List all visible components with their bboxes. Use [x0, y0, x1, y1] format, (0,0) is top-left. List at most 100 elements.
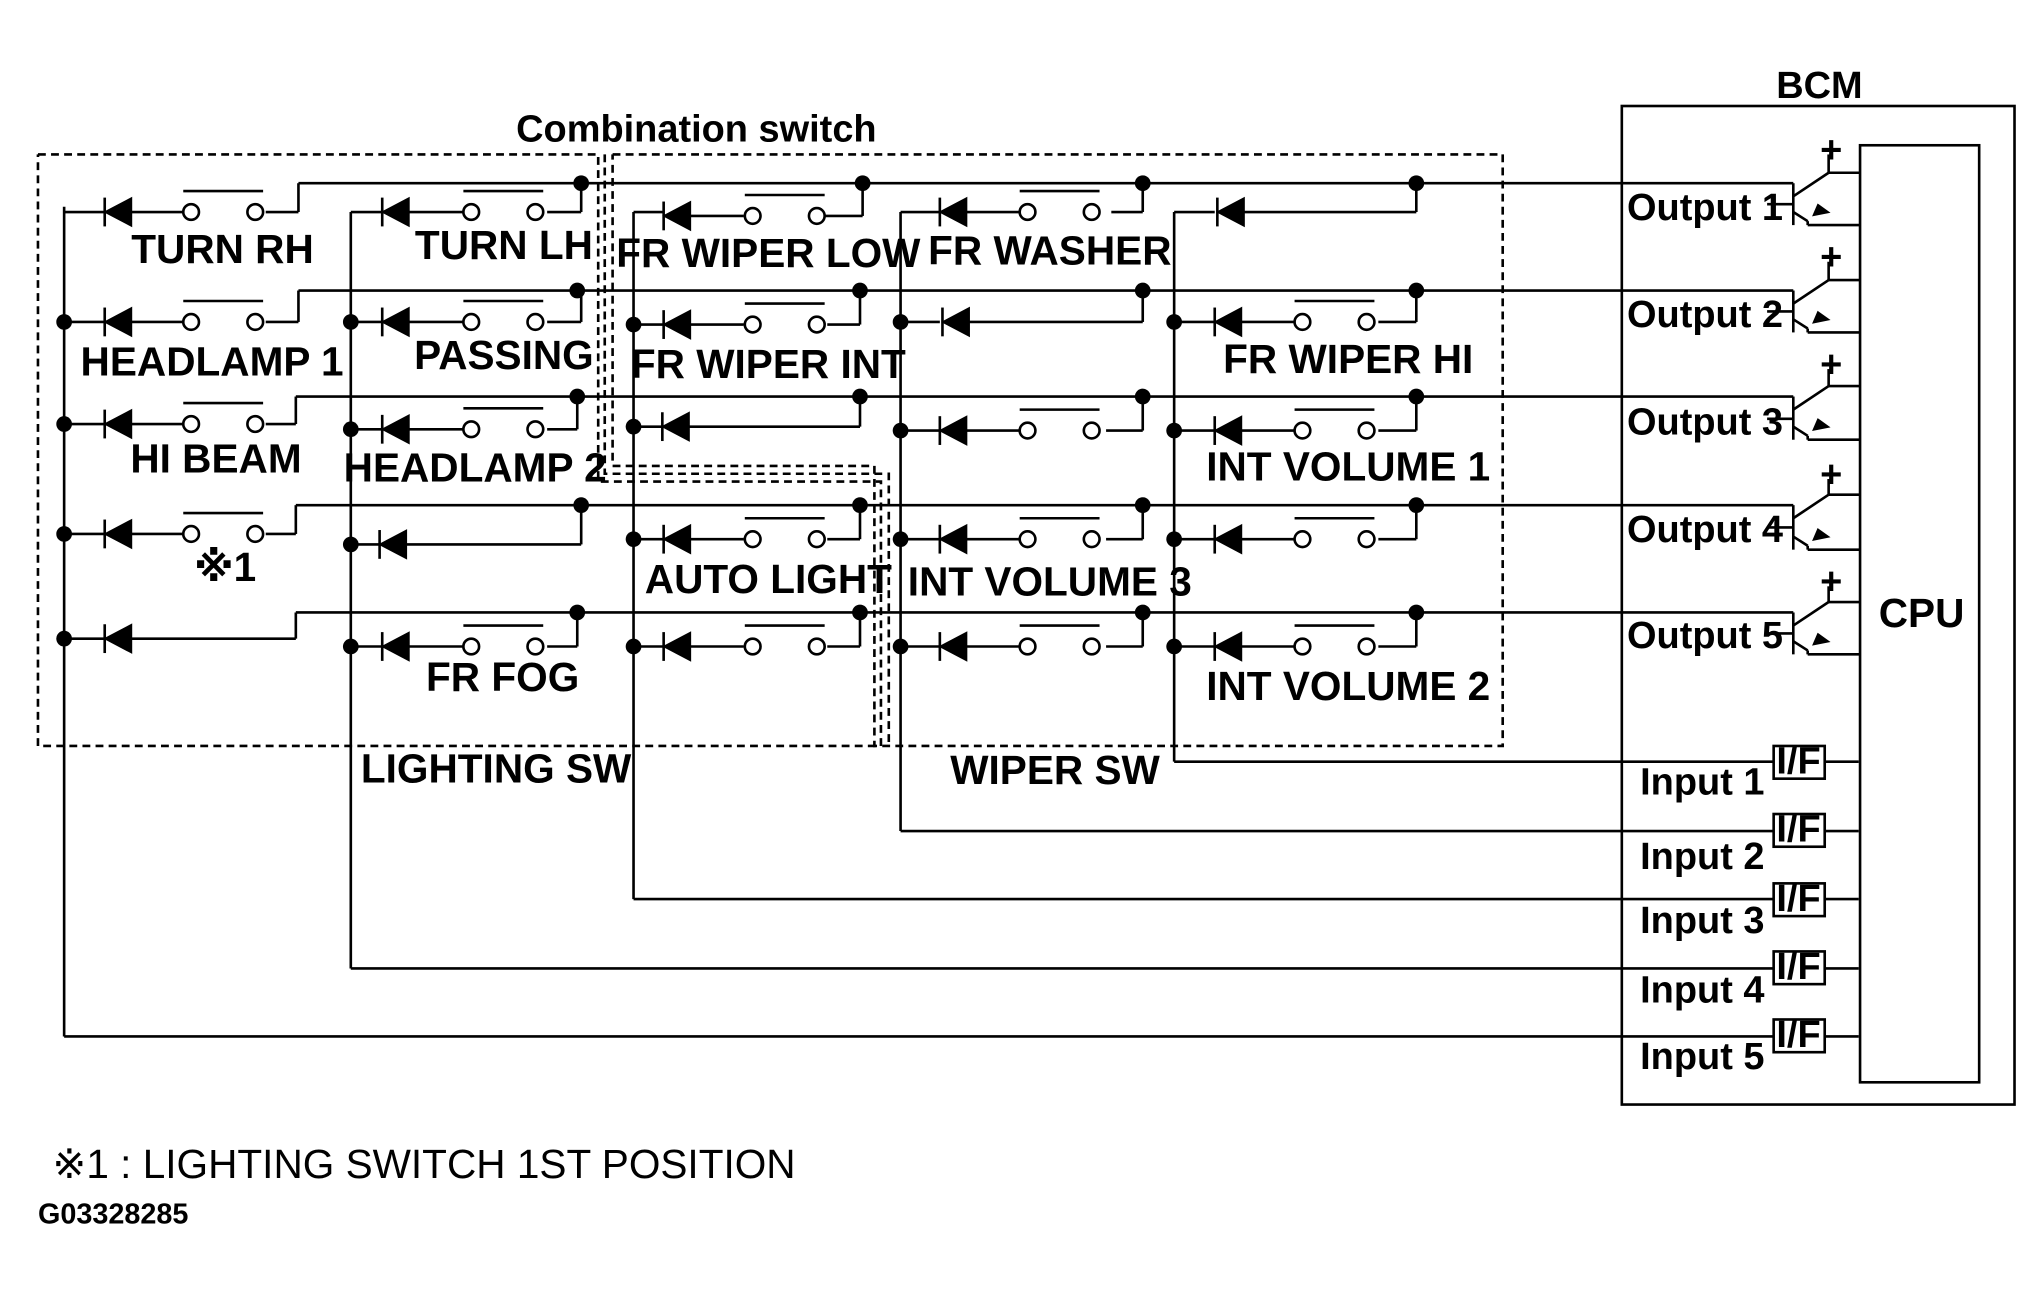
switch-label: FR WIPER HI — [1223, 336, 1473, 382]
diodes — [103, 196, 1245, 662]
input-label: Input 3 — [1640, 900, 1764, 942]
combination-switch-outline — [36, 153, 883, 748]
switch-label: AUTO LIGHT — [645, 556, 892, 602]
diode-icon — [103, 623, 133, 654]
wiper-sw-label: WIPER SW — [950, 747, 1160, 793]
switch-label: HEADLAMP 1 — [81, 339, 344, 385]
switch-label: FR WIPER INT — [631, 341, 906, 387]
diode-icon — [103, 306, 133, 338]
figure-code: G03328285 — [38, 1199, 188, 1231]
switch-auto-light — [743, 516, 826, 549]
output-transistors — [1767, 154, 1861, 656]
diode-icon — [940, 306, 970, 338]
switch-fr-wiper-int — [743, 302, 826, 334]
diode-icon — [380, 196, 410, 228]
switch-label: INT VOLUME 3 — [908, 558, 1192, 604]
switch-label: FR WASHER — [928, 227, 1171, 273]
diode-icon — [103, 196, 133, 228]
switch-label: HI BEAM — [130, 435, 301, 481]
switch-headlamp-1 — [181, 299, 265, 332]
input-label: Input 4 — [1640, 969, 1764, 1011]
bcm-box — [1620, 104, 2016, 1106]
switch-turn-rh — [181, 189, 265, 222]
if-label: I/F — [1776, 809, 1820, 851]
plus-label: + — [1820, 454, 1842, 496]
diode-icon — [662, 309, 692, 340]
switch-fr-fog — [462, 624, 545, 656]
switch-label: TURN LH — [415, 222, 593, 268]
output-label: Output 4 — [1627, 509, 1783, 551]
diode-icon — [938, 523, 968, 555]
plus-label: + — [1820, 561, 1842, 603]
transistor-icon — [1767, 369, 1861, 442]
diode-icon — [1213, 306, 1243, 338]
switch-label: FR WIPER LOW — [616, 230, 921, 276]
plus-label: + — [1820, 344, 1842, 386]
if-box-5 — [1772, 1018, 1827, 1054]
input-label: Input 2 — [1640, 836, 1764, 878]
if-box-3 — [1772, 882, 1827, 918]
switch-wiper-col4-row3 — [1018, 408, 1101, 440]
switch-label: INT VOLUME 2 — [1206, 663, 1490, 709]
switch-int-volume-2 — [1293, 624, 1376, 656]
switch-headlamp-2 — [462, 407, 545, 439]
output-label: Output 5 — [1627, 615, 1783, 657]
diode-icon — [380, 306, 410, 338]
switch-label: ※1 — [194, 544, 256, 590]
diode-icon — [938, 415, 968, 446]
cpu-label: CPU — [1879, 590, 1965, 636]
if-box-2 — [1772, 812, 1827, 849]
bcm-block — [1620, 104, 2016, 1106]
transistor-icon — [1767, 586, 1861, 656]
junction-dots — [56, 175, 1425, 655]
switch-wiper-col4-row5 — [1018, 624, 1101, 656]
if-box-1 — [1772, 744, 1827, 780]
switch-label: TURN RH — [131, 226, 314, 272]
diode-icon — [380, 414, 410, 445]
diode-icon — [1213, 415, 1243, 446]
transistor-icon — [1767, 154, 1861, 227]
diode-icon — [938, 196, 968, 228]
transistor-icon — [1767, 261, 1861, 334]
plus-label: + — [1820, 237, 1842, 279]
switch-passing — [462, 299, 545, 332]
output-label: Output 3 — [1627, 401, 1783, 443]
diode-icon — [1213, 523, 1243, 555]
switch-contacts — [181, 189, 1376, 656]
switch-label: PASSING — [414, 332, 594, 378]
diode-icon — [662, 200, 692, 232]
switch-label: INT VOLUME 1 — [1206, 443, 1490, 489]
output-label: Output 1 — [1627, 187, 1783, 229]
if-label: I/F — [1776, 878, 1820, 920]
plus-label: + — [1820, 129, 1842, 171]
switch-wiper-col3-row5 — [743, 624, 826, 656]
switch-fr-wiper-hi — [1293, 299, 1376, 332]
switch-int-volume-1 — [1293, 408, 1376, 440]
if-label: I/F — [1776, 946, 1820, 988]
transistor-icon — [1767, 478, 1861, 551]
diagram-title: Combination switch — [516, 108, 876, 150]
if-box-4 — [1772, 950, 1827, 986]
switch-wiper-col5-row4 — [1293, 516, 1376, 549]
switch-turn-lh — [462, 189, 545, 222]
cpu-box — [1858, 143, 1981, 1084]
diode-icon — [103, 518, 133, 550]
switch-mark-1 — [181, 511, 265, 544]
switch-label: FR FOG — [426, 654, 579, 700]
switch-hi-beam — [181, 401, 265, 434]
diode-icon — [662, 523, 692, 555]
diode-icon — [103, 408, 133, 440]
bcm-label: BCM — [1776, 65, 1862, 107]
footnote: ※1 : LIGHTING SWITCH 1ST POSITION — [52, 1141, 795, 1187]
lighting-sw-outline — [603, 154, 891, 746]
switch-int-volume-3 — [1018, 516, 1101, 549]
switch-fr-washer — [1018, 189, 1101, 222]
switch-label: HEADLAMP 2 — [344, 445, 607, 491]
if-label: I/F — [1776, 740, 1820, 782]
diode-icon — [660, 411, 690, 442]
diode-icon — [938, 631, 968, 662]
interface-boxes — [1772, 744, 1827, 1054]
diode-icon — [1213, 631, 1243, 662]
lighting-sw-label: LIGHTING SW — [361, 746, 632, 792]
